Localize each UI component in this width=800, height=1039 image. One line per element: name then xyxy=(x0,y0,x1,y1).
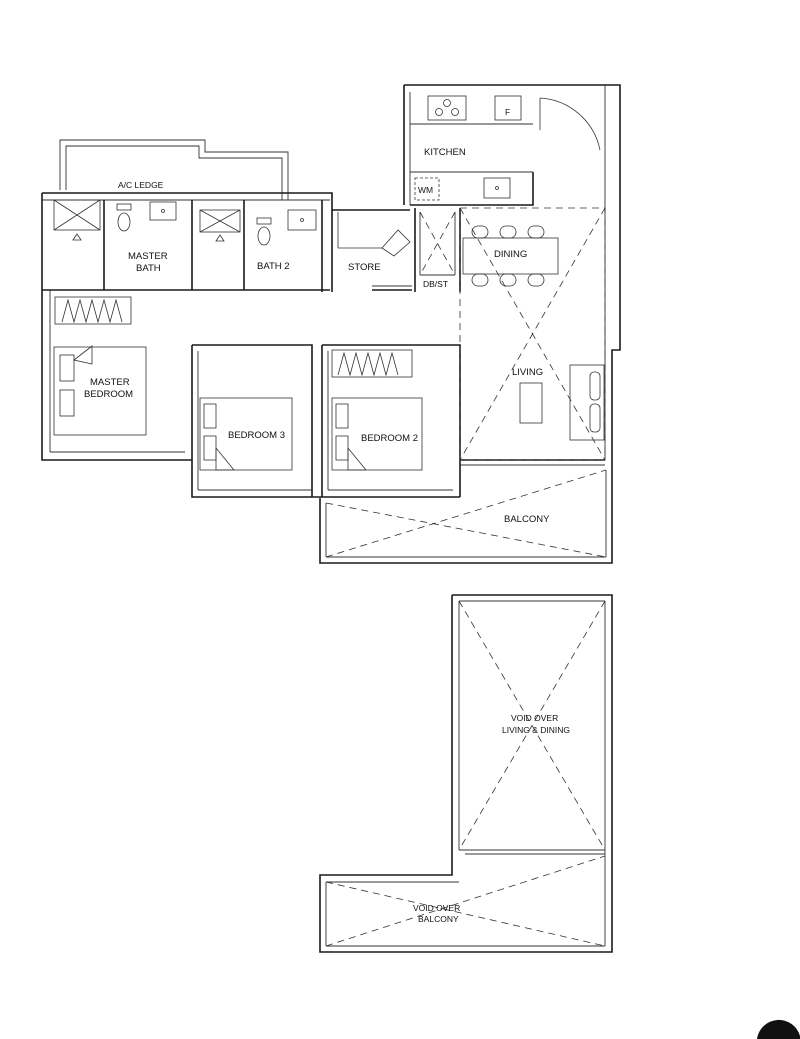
shower-icon xyxy=(199,209,241,242)
wardrobe-icon xyxy=(331,349,413,378)
sink-icon xyxy=(149,201,177,221)
sink-icon xyxy=(287,209,317,231)
void-balcony-label-2: BALCONY xyxy=(418,914,459,924)
stove-icon xyxy=(427,95,467,121)
door-swing-icon xyxy=(539,97,601,151)
sofa-icon xyxy=(569,364,605,441)
void-outline xyxy=(319,594,613,953)
bath2-label: BATH 2 xyxy=(257,261,290,272)
fridge-label: F xyxy=(505,107,510,117)
dining-table-icon xyxy=(462,225,559,287)
master-bedroom-label-1: MASTER xyxy=(90,377,130,388)
bed-icon xyxy=(199,397,293,471)
dining-label: DINING xyxy=(494,249,527,260)
main-unit-outline xyxy=(41,84,621,564)
toilet-icon xyxy=(256,217,272,246)
fridge-icon xyxy=(494,95,522,121)
void-diagonals-lower xyxy=(325,600,606,947)
sink-icon xyxy=(483,177,511,199)
door-swing-icon xyxy=(337,212,411,257)
void-balcony-label-1: VOID OVER xyxy=(413,903,460,913)
store-label: STORE xyxy=(348,262,381,273)
wardrobe-icon xyxy=(54,296,132,325)
void-living-label-1: VOID OVER xyxy=(511,713,558,723)
ac-ledge-label: A/C LEDGE xyxy=(118,180,164,190)
bed-icon xyxy=(53,345,147,436)
bed-icon xyxy=(331,397,423,471)
master-bedroom-label-2: BEDROOM xyxy=(84,389,133,400)
compass-icon xyxy=(757,1019,800,1039)
void-diagonals xyxy=(325,207,607,558)
kitchen-label: KITCHEN xyxy=(424,147,466,158)
coffee-table-icon xyxy=(519,382,543,424)
dbst-label: DB/ST xyxy=(423,279,448,289)
balcony-label: BALCONY xyxy=(504,514,550,525)
bedroom2-label: BEDROOM 2 xyxy=(361,433,418,444)
master-bath-label-2: BATH xyxy=(136,263,161,274)
master-bath-label-1: MASTER xyxy=(128,251,168,262)
living-label: LIVING xyxy=(512,367,543,378)
bedroom3-label: BEDROOM 3 xyxy=(228,430,285,441)
toilet-icon xyxy=(116,203,132,232)
washer-label: WM xyxy=(418,185,433,195)
shower-icon xyxy=(53,199,101,241)
void-living-label-2: LIVING & DINING xyxy=(502,725,570,735)
